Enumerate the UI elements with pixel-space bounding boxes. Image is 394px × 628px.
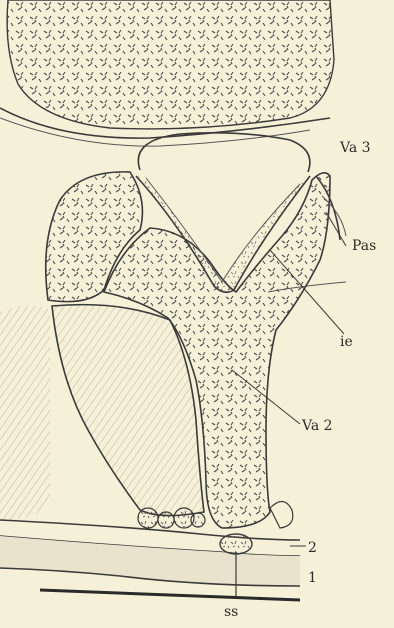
label-ie: ie: [340, 334, 353, 350]
ss-structure: [220, 534, 252, 554]
label-pas: Pas: [352, 238, 376, 254]
label-va2: Va 2: [301, 418, 333, 434]
label-ss: ss: [224, 604, 238, 620]
label-va3: Va 3: [339, 140, 371, 156]
base-layer-4: [40, 590, 300, 600]
label-1: 1: [308, 570, 317, 586]
va3-cavity: [138, 133, 310, 172]
label-2: 2: [308, 540, 317, 556]
upper-mass: [7, 0, 334, 129]
base-layer-fill: [0, 536, 300, 586]
left-tissue: [0, 305, 50, 520]
